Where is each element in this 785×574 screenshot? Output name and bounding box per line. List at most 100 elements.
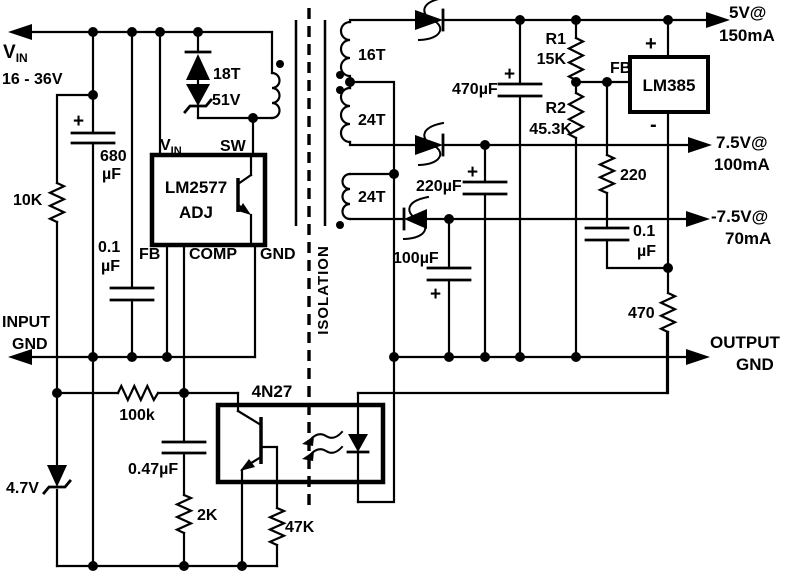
isolation-label: ISOLATION: [315, 245, 332, 335]
lm385-name: LM385: [643, 76, 696, 95]
label-51v: 51V: [212, 92, 241, 109]
vin-arrow-icon: [8, 24, 32, 40]
label-18t: 18T: [213, 66, 241, 83]
lm2577-name: LM2577: [165, 178, 227, 197]
label-16t: 16T: [358, 47, 386, 64]
opto-light-arrows: [302, 430, 344, 461]
transformer: 18T 16T 24T 24T: [213, 20, 386, 229]
winding-24t-lower: [341, 172, 352, 221]
diode-5v: [415, 0, 445, 42]
ic-lm2577: LM2577 ADJ VIN SW FB COMP GND: [139, 137, 296, 263]
vin-range-label: 16 - 36V: [2, 71, 63, 88]
label-2k: 2K: [197, 507, 218, 524]
label-680-uf: µF: [102, 166, 121, 183]
resistor-10k: 10K: [13, 181, 67, 224]
diode-7.5v: [415, 121, 445, 167]
output-gnd-label-2: GND: [736, 355, 774, 374]
label-220: 220: [620, 167, 647, 184]
vin-label: VIN: [3, 42, 28, 65]
opto-led: [346, 434, 370, 454]
label-24t-lower: 24T: [358, 189, 386, 206]
lm2577-pin-vin: VIN: [160, 137, 182, 157]
input-gnd-label-1: INPUT: [2, 314, 50, 331]
output-neg7.5v-current: 70mA: [725, 229, 771, 248]
lm2577-pin-gnd: GND: [260, 246, 296, 263]
label-680: 680: [100, 148, 127, 165]
output-7.5v-current: 100mA: [714, 155, 770, 174]
label-220uf: 220µF: [416, 178, 462, 195]
label-100k: 100k: [119, 407, 155, 424]
output-7.5v-label: 7.5V@: [716, 133, 768, 152]
output-neg7.5v-label: -7.5V@: [711, 207, 768, 226]
label-r1: R1: [546, 31, 567, 48]
optocoupler-4n27: 4N27: [215, 382, 386, 485]
label-470: 470: [628, 305, 655, 322]
cap-470uf-plus: +: [504, 64, 515, 85]
resistor-2k: 2K: [174, 493, 218, 535]
label-r1-value: 15K: [537, 51, 567, 68]
resistor-47k: 47K: [267, 506, 315, 547]
vin-input: VIN 16 - 36V: [2, 24, 63, 88]
label-01-output: 0.1: [633, 223, 655, 240]
label-01-input-uf: µF: [101, 258, 120, 275]
lm2577-pin-comp: COMP: [189, 246, 237, 263]
lm385-minus: -: [650, 114, 657, 136]
cap-0.1uf-output: 0.1 µF: [584, 223, 656, 260]
winding-18t-primary: [270, 71, 281, 120]
label-47v: 4.7V: [6, 480, 39, 497]
lm2577-internal-transistor: [236, 153, 253, 247]
label-r2-value: 45.3K: [529, 121, 572, 138]
resistor-100k: 100k: [116, 383, 160, 424]
label-fb-node: FB: [610, 60, 631, 77]
label-047uf: 0.47µF: [128, 461, 178, 478]
winding-24t-upper: [339, 86, 352, 144]
lm2577-pin-sw: SW: [220, 138, 247, 155]
opto-phototransistor: [240, 417, 263, 471]
cap-470uf: + 470µF: [452, 64, 543, 98]
label-24t-upper: 24T: [358, 112, 386, 129]
cap-0.1uf-input: 0.1 µF: [98, 239, 155, 302]
input-gnd: INPUT GND: [2, 314, 50, 365]
resistor-470: 470: [628, 291, 678, 334]
output-neg7.5v: -7.5V@ 70mA: [686, 207, 771, 248]
label-4n27: 4N27: [252, 382, 293, 401]
output-7.5v-arrow-icon: [688, 137, 712, 153]
output-5v-current: 150mA: [719, 26, 775, 45]
input-gnd-arrow-icon: [8, 349, 32, 365]
junction-dots: [52, 15, 673, 571]
lm2577-adj: ADJ: [179, 203, 213, 222]
label-47k: 47K: [285, 519, 315, 536]
output-5v-arrow-icon: [706, 12, 730, 28]
cap-220uf: + 220µF: [416, 162, 508, 196]
output-gnd-arrow-icon: [686, 349, 710, 365]
label-10k: 10K: [13, 192, 43, 209]
output-neg7.5v-arrow-icon: [686, 211, 710, 227]
output-5v-label: 5V@: [729, 3, 766, 22]
diode-neg7.5v: [402, 195, 430, 241]
lm2577-pin-fb: FB: [139, 246, 160, 263]
cap-680uf-plus: +: [73, 111, 84, 132]
input-gnd-label-2: GND: [12, 336, 48, 353]
output-gnd-label-1: OUTPUT: [710, 333, 781, 352]
phasing-dots: [276, 60, 344, 229]
output-gnd: OUTPUT GND: [686, 333, 781, 374]
label-470uf: 470µF: [452, 81, 498, 98]
resistor-220: 220: [597, 153, 647, 195]
zener-4.7v: 4.7V: [6, 465, 72, 497]
label-100uf: 100µF: [393, 250, 439, 267]
ic-lm385: LM385 + -: [628, 33, 710, 136]
label-01-output-uf: µF: [637, 243, 656, 260]
snubber-diode: [184, 50, 212, 80]
winding-16t: [339, 20, 352, 90]
cap-100uf-plus: +: [430, 284, 441, 305]
output-5v: 5V@ 150mA: [706, 3, 775, 45]
cap-100uf: + 100µF: [393, 250, 472, 305]
isolation-barrier: ISOLATION: [307, 8, 332, 508]
resistor-r2: R2 45.3K: [529, 91, 586, 140]
cap-680uf: + 680 µF: [70, 111, 127, 183]
label-01-input: 0.1: [98, 239, 120, 256]
output-7.5v: 7.5V@ 100mA: [688, 133, 770, 174]
label-r2: R2: [546, 100, 567, 117]
